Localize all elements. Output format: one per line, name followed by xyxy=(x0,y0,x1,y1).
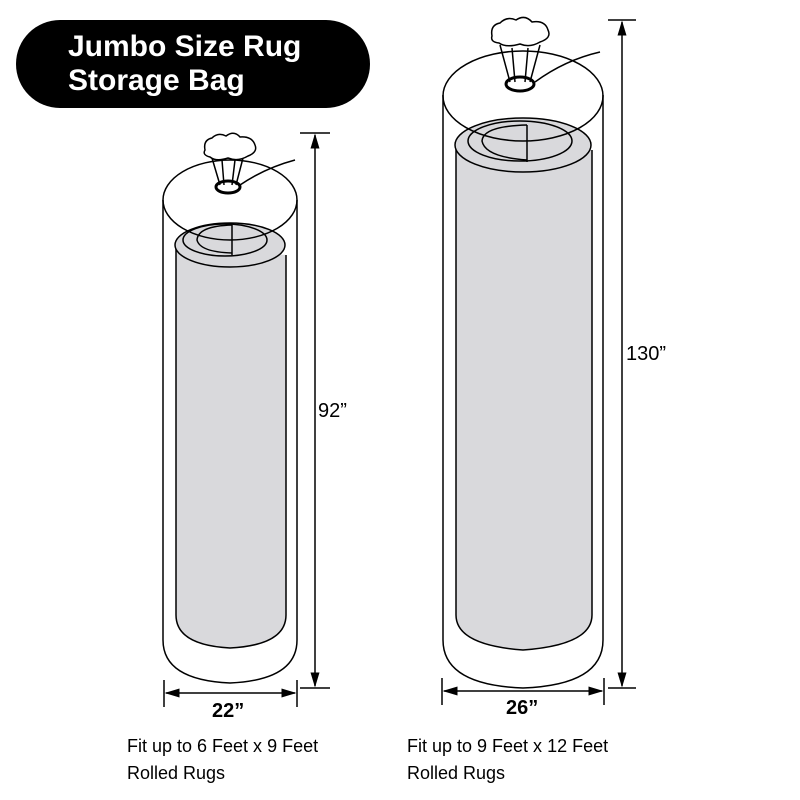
bag-small-height-label: 92” xyxy=(318,400,347,422)
bag-large-caption-line-1: Fit up to 9 Feet x 12 Feet xyxy=(407,736,609,756)
bag-large xyxy=(442,16,604,689)
bag-small-width-label: 22” xyxy=(212,700,245,722)
bag-large-width-label: 26” xyxy=(506,697,539,719)
bag-small-caption-line-2: Rolled Rugs xyxy=(127,763,226,783)
title-line-1: Jumbo Size Rug xyxy=(68,30,302,63)
dimension-lines xyxy=(163,19,636,707)
title: Jumbo Size Rug Storage Bag xyxy=(68,30,301,98)
bag-large-caption-line-2: Rolled Rugs xyxy=(407,763,506,783)
bag-large-caption: Fit up to 9 Feet x 12 Feet Rolled Rugs xyxy=(407,733,608,787)
bag-large-height-label: 130” xyxy=(626,343,667,365)
bag-small-caption: Fit up to 6 Feet x 9 Feet Rolled Rugs xyxy=(127,733,318,787)
bag-small xyxy=(162,132,298,684)
title-badge xyxy=(16,20,370,108)
bag-small-caption-line-1: Fit up to 6 Feet x 9 Feet xyxy=(127,736,319,756)
title-line-2: Storage Bag xyxy=(68,64,245,97)
